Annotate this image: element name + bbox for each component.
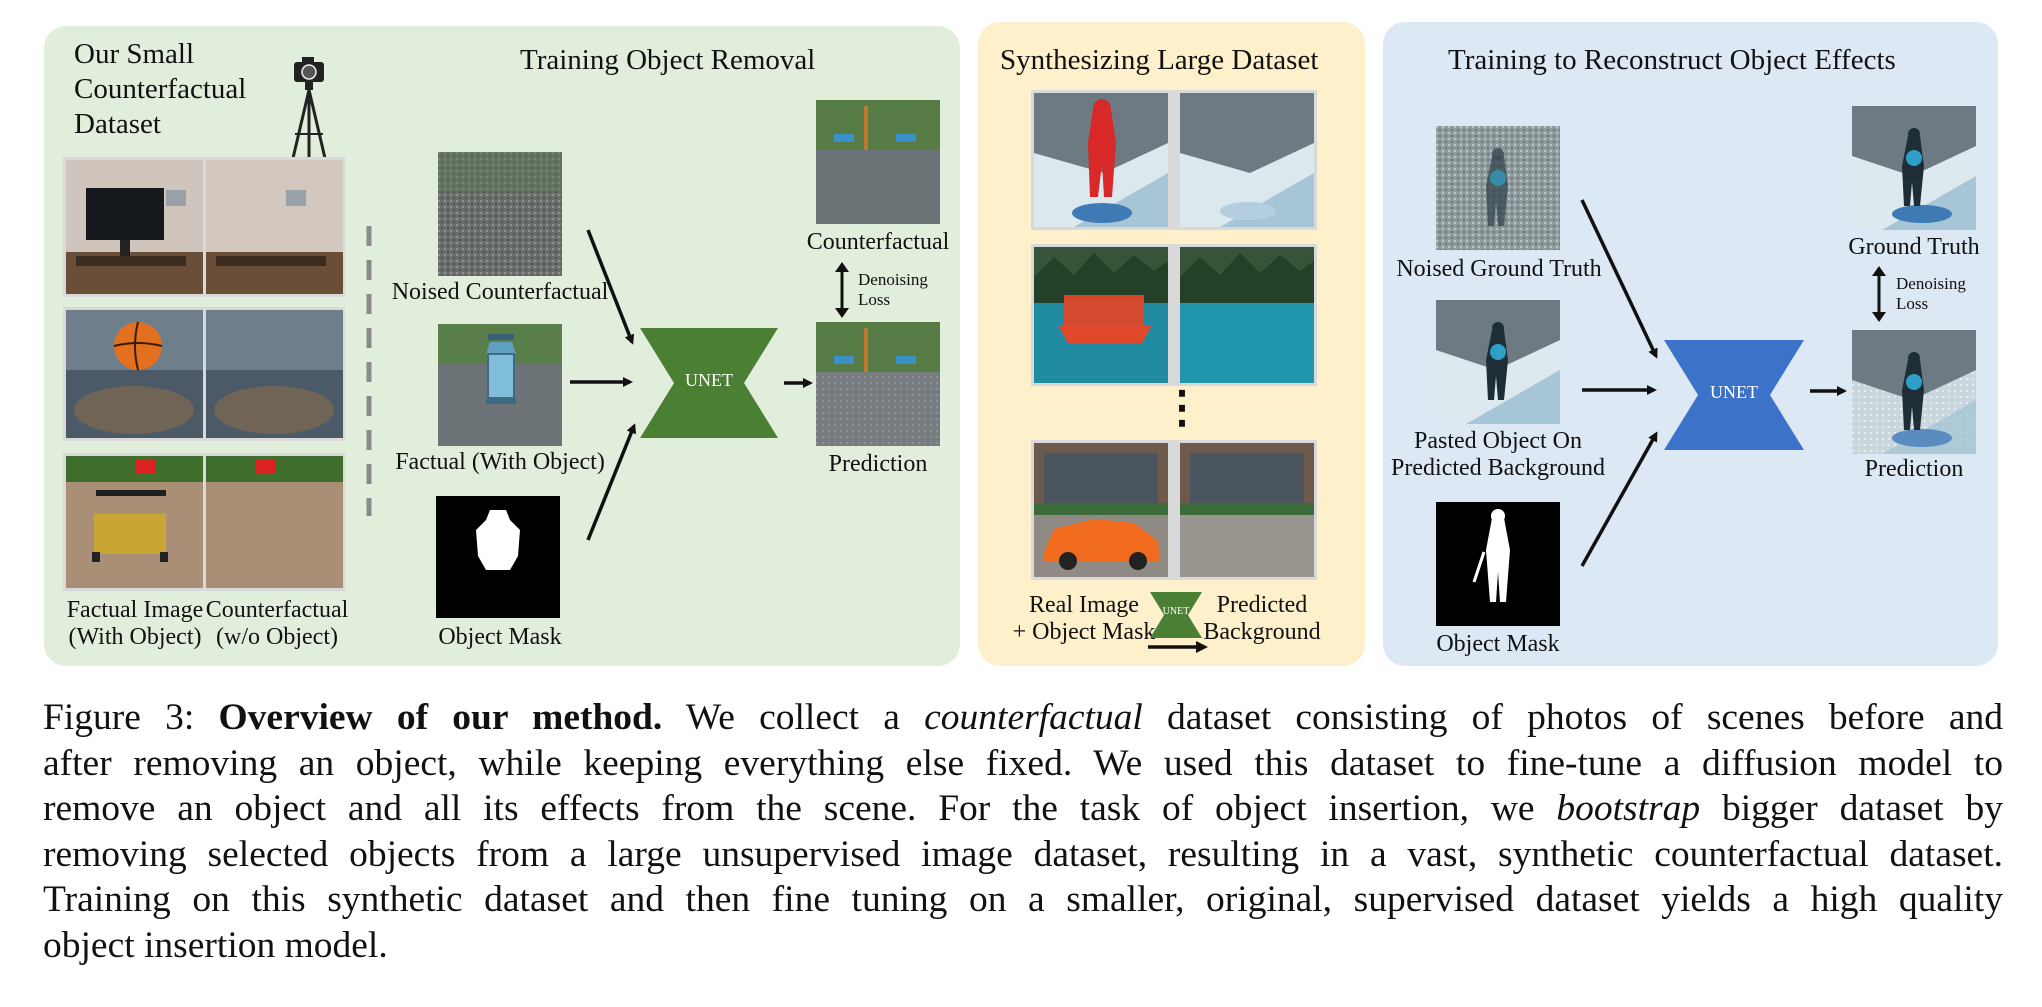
- arrow-synth: [1148, 641, 1208, 653]
- caption-line-5: Training on this synthetic dataset and t…: [43, 879, 2003, 920]
- counterfactual-image-basketball: [206, 310, 343, 438]
- unet-label-removal: UNET: [685, 370, 733, 390]
- object-mask-label-removal: Object Mask: [438, 624, 562, 650]
- caption-line-6: object insertion model.: [43, 924, 388, 966]
- dashed-separator: [366, 226, 372, 516]
- unet-block-removal: [640, 328, 778, 438]
- factual-image-tv: [66, 160, 203, 294]
- noised-ground-truth-label: Noised Ground Truth: [1396, 256, 1602, 282]
- synth-title: Synthesizing Large Dataset: [1000, 44, 1319, 76]
- real-image-label-1: Real Image: [1029, 592, 1139, 618]
- counterfactual-image-label-1: Counterfactual: [205, 597, 349, 623]
- dataset-title-line-1: Our Small: [74, 38, 195, 70]
- caption-line-3-a: remove an object and all its effects fro…: [43, 788, 1535, 829]
- caption-line-1-b: dataset consisting of photos of scenes b…: [1167, 697, 2004, 738]
- caption-emphasis-counterfactual: counterfactual: [924, 697, 1143, 738]
- counterfactual-image-label-2: (w/o Object): [216, 624, 338, 650]
- factual-image-label-1: Factual Image: [66, 597, 204, 623]
- synth-image-hiker-removed: [1180, 93, 1314, 227]
- counterfactual-target-image: [816, 100, 940, 224]
- dataset-title-line-2: Counterfactual: [74, 73, 247, 105]
- caption-line-2: after removing an object, while keeping …: [43, 742, 2003, 784]
- ground-truth-label: Ground Truth: [1848, 234, 1980, 260]
- arrow-mask-to-unet-effects: [1580, 431, 1658, 567]
- counterfactual-target-label: Counterfactual: [806, 229, 950, 255]
- figure-number: Figure 3:: [43, 697, 195, 738]
- figure-caption: Figure 3: Overview of our method. We col…: [43, 695, 2003, 968]
- pasted-object-label-2: Predicted Background: [1391, 455, 1605, 481]
- synth-image-boat-removed: [1180, 247, 1314, 383]
- denoising-loss-label-effects-2: Loss: [1896, 294, 1929, 313]
- denoising-loss-label-removal-2: Loss: [858, 290, 891, 309]
- real-image-label-2: + Object Mask: [1012, 619, 1156, 645]
- factual-with-object-label: Factual (With Object): [395, 449, 605, 475]
- unet-block-effects: [1664, 340, 1804, 450]
- ground-truth-image: [1852, 106, 1976, 230]
- arrow-noised-to-unet: [586, 229, 635, 345]
- noised-counterfactual-label: Noised Counterfactual: [391, 279, 609, 305]
- synth-ellipsis: ⋮: [1160, 383, 1204, 432]
- counterfactual-image-cart: [206, 456, 343, 588]
- prediction-label-effects: Prediction: [1864, 456, 1964, 482]
- predicted-background-label-2: Background: [1203, 619, 1321, 645]
- factual-image-basketball: [66, 310, 203, 438]
- object-mask-image-lantern: [436, 496, 560, 618]
- factual-image-label-2: (With Object): [68, 624, 202, 650]
- factual-with-object-image: [438, 324, 562, 446]
- synth-image-taxi-removed: [1180, 443, 1314, 577]
- unet-label-effects: UNET: [1710, 382, 1758, 402]
- removal-title: Training Object Removal: [520, 44, 816, 76]
- caption-line-4: removing selected objects from a large u…: [43, 833, 2003, 875]
- factual-image-cart: [66, 456, 203, 588]
- caption-line-1-a: We collect a: [685, 697, 900, 738]
- caption-emphasis-bootstrap: bootstrap: [1556, 788, 1701, 829]
- arrow-mask-to-unet: [586, 423, 637, 541]
- noised-ground-truth-image: [1436, 126, 1560, 250]
- caption-line-3-b: bigger dataset by: [1721, 788, 2003, 829]
- synth-image-hiker-masked: [1034, 93, 1168, 227]
- arrow-noised-gt-to-unet: [1580, 199, 1658, 359]
- object-mask-image-hiker: [1436, 502, 1560, 626]
- caption-line-3: remove an object and all its effects fro…: [43, 786, 2003, 832]
- synth-image-taxi-masked: [1034, 443, 1168, 577]
- prediction-label-removal: Prediction: [828, 451, 928, 477]
- synth-image-boat-masked: [1034, 247, 1168, 383]
- pasted-object-label-1: Pasted Object On: [1414, 428, 1582, 454]
- denoising-loss-label-removal-1: Denoising: [858, 270, 928, 289]
- prediction-image-removal: [816, 322, 940, 446]
- counterfactual-image-tv: [206, 160, 343, 294]
- denoising-loss-label-effects-1: Denoising: [1896, 274, 1966, 293]
- dataset-title-line-3: Dataset: [74, 108, 161, 140]
- caption-line-1: Figure 3: Overview of our method. We col…: [43, 695, 2003, 741]
- denoising-loss-arrow-effects: [1872, 266, 1886, 322]
- unet-label-synth: UNET: [1162, 606, 1190, 617]
- noised-counterfactual-image: [438, 152, 562, 276]
- caption-bold-title: Overview of our method.: [218, 697, 663, 738]
- prediction-image-effects: [1852, 330, 1976, 454]
- denoising-loss-arrow-removal: [835, 262, 849, 318]
- predicted-background-label-1: Predicted: [1216, 592, 1308, 618]
- effects-title: Training to Reconstruct Object Effects: [1448, 44, 1896, 76]
- object-mask-label-effects: Object Mask: [1436, 631, 1560, 657]
- pasted-object-image: [1436, 300, 1560, 424]
- unet-block-synth: [1150, 592, 1202, 638]
